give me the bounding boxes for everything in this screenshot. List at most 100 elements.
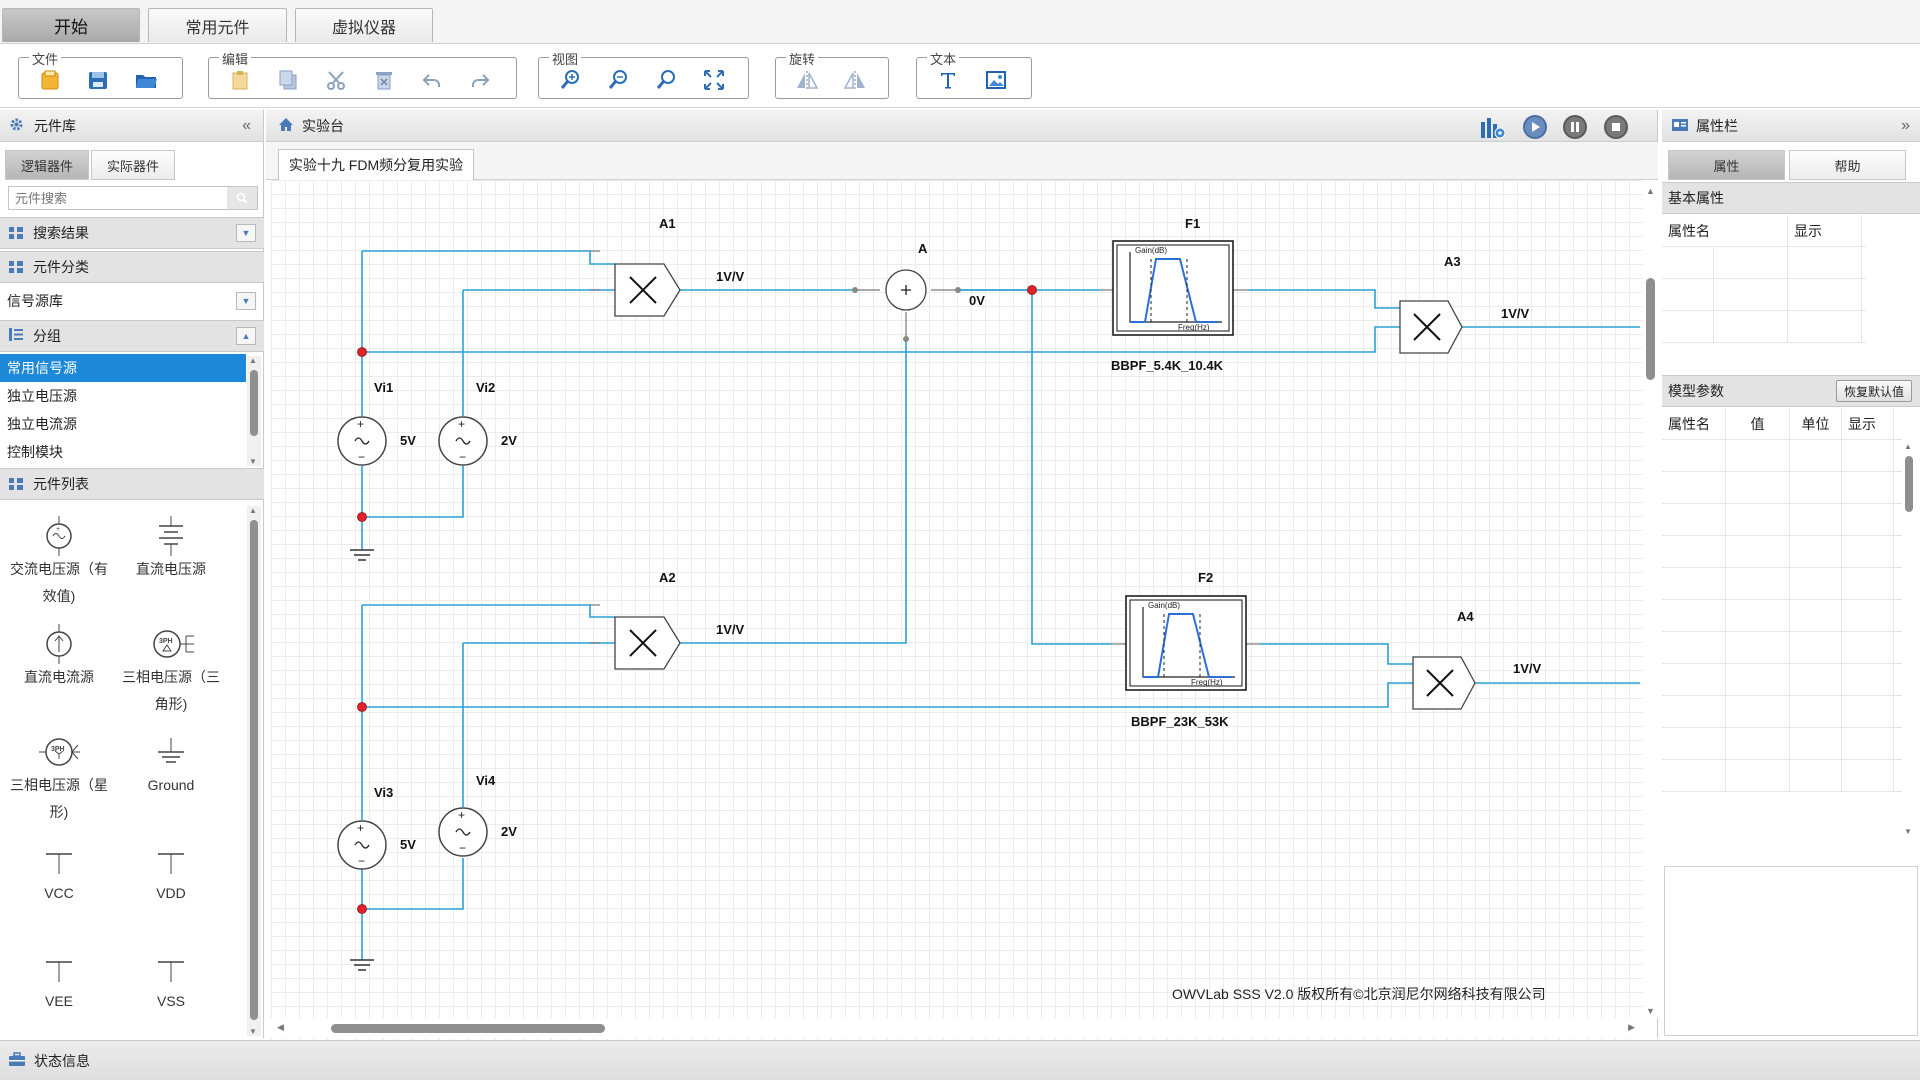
circuit-schematic: Gain(dB) Freq(Hz) Gain(dB) Freq(Hz) +− (337, 216, 1640, 1002)
tab-help[interactable]: 帮助 (1789, 150, 1906, 180)
tab-properties[interactable]: 属性 (1668, 150, 1785, 180)
component-vss[interactable]: VSS (115, 948, 227, 1015)
svg-text:+: + (56, 526, 60, 533)
label-a1: A1 (659, 216, 676, 231)
play-icon[interactable] (1522, 114, 1548, 143)
chevron-up-icon[interactable]: ▲ (236, 327, 256, 345)
freq-axis-label: Freq(Hz) (1178, 323, 1210, 332)
pause-icon[interactable] (1562, 114, 1588, 143)
undo-icon[interactable] (419, 68, 445, 92)
ac-source-vi3[interactable]: +− (337, 820, 387, 870)
summer-a[interactable] (852, 269, 961, 342)
table-row (1662, 247, 1866, 279)
multiplier-a1[interactable] (614, 263, 681, 317)
component-ground[interactable]: Ground (115, 732, 227, 799)
flip-vertical-icon[interactable] (842, 68, 868, 92)
search-input[interactable] (9, 187, 227, 209)
svg-text:−: − (358, 450, 365, 464)
tab-common-components[interactable]: 常用元件 (148, 8, 287, 42)
list-item[interactable]: 独立电压源 (7, 388, 77, 404)
tab-virtual-instruments[interactable]: 虚拟仪器 (295, 8, 433, 42)
ground-symbol[interactable] (350, 959, 374, 971)
tab-real-devices[interactable]: 实际器件 (91, 150, 175, 180)
bandpass-filter-f1[interactable]: Gain(dB) Freq(Hz) (1112, 240, 1234, 336)
svg-text:+: + (458, 417, 465, 431)
basic-properties-table: 属性名 显示 (1662, 215, 1866, 359)
component-label: 形) (49, 804, 69, 820)
component-label: 三相电压源（星 (10, 777, 108, 793)
zoom-icon[interactable] (653, 68, 679, 92)
list-item[interactable]: 控制模块 (7, 444, 63, 460)
bandpass-filter-f2[interactable]: Gain(dB) Freq(Hz) (1125, 595, 1247, 691)
canvas-vertical-scrollbar[interactable]: ▲ ▼ (1643, 180, 1658, 1018)
flip-horizontal-icon[interactable] (794, 68, 820, 92)
list-item[interactable]: 常用信号源 (0, 354, 246, 382)
image-icon[interactable] (983, 68, 1009, 92)
save-icon[interactable] (85, 68, 111, 92)
paste-icon[interactable] (227, 68, 253, 92)
component-vcc[interactable]: VCC (3, 840, 115, 907)
component-dc-current-source[interactable]: 直流电流源 (3, 624, 115, 691)
search-results-label: 搜索结果 (33, 225, 89, 241)
power-rail-icon (46, 853, 72, 874)
component-three-phase-star[interactable]: 3PH 三相电压源（星 形) (3, 732, 115, 826)
delete-icon[interactable] (371, 68, 397, 92)
tab-experiment-document[interactable]: 实验十九 FDM频分复用实验 (278, 149, 474, 180)
chevron-down-icon[interactable]: ▼ (236, 224, 256, 242)
tab-start[interactable]: 开始 (2, 8, 140, 42)
component-list-scrollbar[interactable]: ▲ ▼ (247, 506, 261, 1036)
label-source-value: 2V (501, 433, 517, 448)
chevron-down-icon[interactable]: ▼ (236, 292, 256, 310)
circuit-canvas[interactable]: Gain(dB) Freq(Hz) Gain(dB) Freq(Hz) +− (271, 180, 1643, 1040)
canvas-horizontal-scrollbar[interactable]: ◀ ▶ (271, 1018, 1643, 1038)
multiplier-a2[interactable] (614, 616, 681, 670)
component-label: VDD (156, 885, 186, 901)
list-item[interactable]: 独立电流源 (7, 416, 77, 432)
search-results-header[interactable]: 搜索结果 ▼ (0, 217, 264, 249)
power-rail-icon (46, 961, 72, 982)
text-icon[interactable] (935, 68, 961, 92)
cut-icon[interactable] (323, 68, 349, 92)
groups-scrollbar[interactable]: ▲ ▼ (247, 356, 261, 466)
ac-source-vi2[interactable]: +− (438, 416, 488, 466)
settings-chart-icon[interactable] (1479, 114, 1507, 143)
redo-icon[interactable] (467, 68, 493, 92)
svg-text:3PH: 3PH (51, 746, 65, 753)
model-params-scrollbar[interactable]: ▲ ▼ (1902, 442, 1916, 836)
component-ac-voltage-source[interactable]: + 交流电压源（有 效值) (3, 516, 115, 610)
restore-defaults-button[interactable]: 恢复默认值 (1835, 380, 1912, 402)
fit-screen-icon[interactable] (701, 68, 727, 92)
label-gain: 1V/V (716, 622, 745, 637)
search-icon[interactable] (227, 187, 257, 209)
new-file-icon[interactable] (37, 68, 63, 92)
stop-icon[interactable] (1603, 114, 1629, 143)
component-vee[interactable]: VEE (3, 948, 115, 1015)
ac-source-vi4[interactable]: +− (438, 807, 488, 857)
component-three-phase-delta[interactable]: 3PH 三相电压源（三 角形) (115, 624, 227, 718)
ground-symbol[interactable] (350, 549, 374, 561)
component-vdd[interactable]: VDD (115, 840, 227, 907)
svg-text:+: + (357, 417, 364, 431)
tab-logic-devices[interactable]: 逻辑器件 (5, 150, 89, 180)
toolbar-group-rotate: 旋转 (775, 49, 889, 99)
zoom-out-icon[interactable] (605, 68, 631, 92)
label-vi4: Vi4 (476, 773, 496, 788)
open-folder-icon[interactable] (133, 68, 159, 92)
copy-icon[interactable] (275, 68, 301, 92)
category-select[interactable]: 信号源库 ▼ (0, 285, 264, 317)
three-phase-star-icon: 3PH (39, 738, 80, 766)
terminal-dot (903, 336, 909, 342)
ac-source-vi1[interactable]: +− (337, 416, 387, 466)
collapse-left-icon[interactable]: « (242, 116, 251, 134)
multiplier-a3[interactable] (1399, 300, 1463, 354)
component-dc-voltage-source[interactable]: 直流电压源 (115, 516, 227, 583)
model-params-label: 模型参数 (1668, 383, 1724, 399)
collapse-right-icon[interactable]: » (1901, 116, 1910, 134)
multiplier-a4[interactable] (1412, 656, 1476, 710)
column-header: 单位 (1790, 408, 1842, 439)
list-icon (9, 478, 23, 490)
zoom-in-icon[interactable] (557, 68, 583, 92)
toolbar-group-label: 视图 (549, 49, 582, 68)
properties-title: 属性栏 (1696, 117, 1738, 134)
column-header: 值 (1726, 408, 1790, 439)
